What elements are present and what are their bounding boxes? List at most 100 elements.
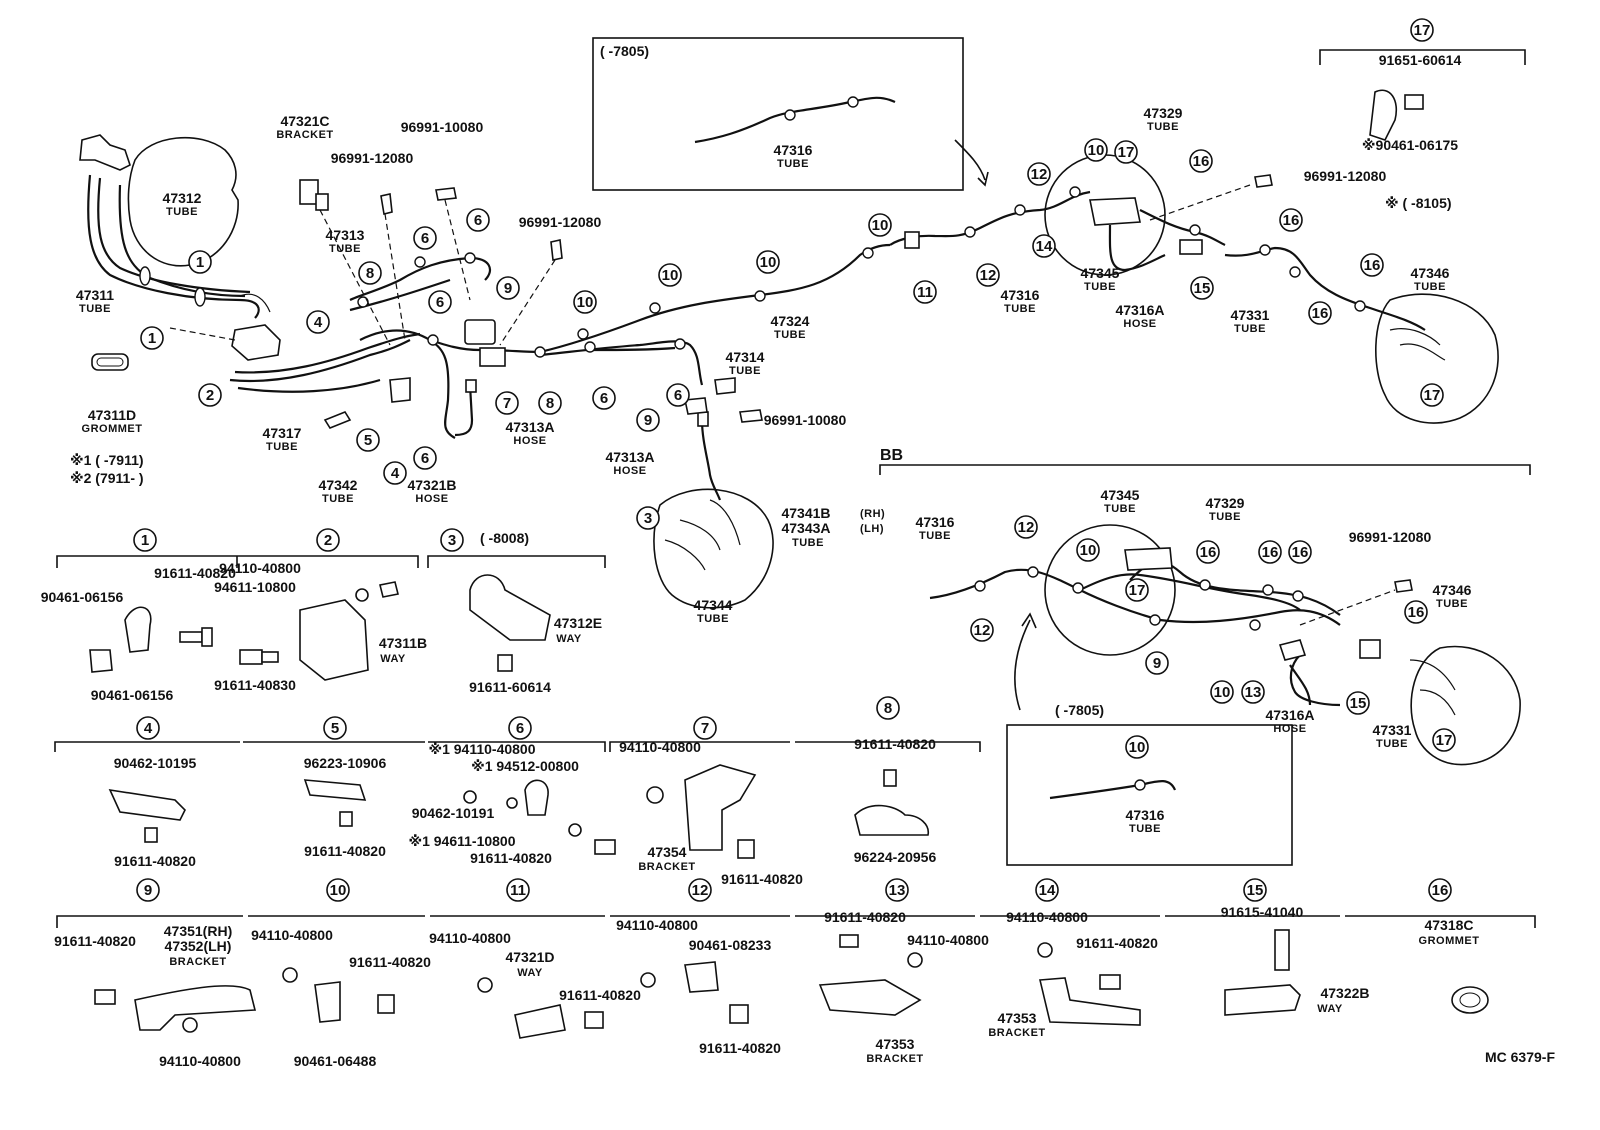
callout-10-1-number: 10 <box>662 267 679 284</box>
part-type-bb47316: TUBE <box>919 530 951 542</box>
inset-7805-bb: ( -7805) <box>1055 702 1104 718</box>
detail-14-label-0: 94110-40800 <box>1006 909 1088 925</box>
detail-header-callout-15 <box>1243 878 1267 902</box>
detail-13-label-2: 47353 <box>876 1036 915 1052</box>
range-3: ( -8008) <box>480 530 529 546</box>
part-number-p96991_12080_c: 96991-12080 <box>1304 168 1387 184</box>
detail-10-label-1: 91611-40820 <box>349 954 431 970</box>
detail-9-label-1: 47351(RH) <box>164 923 232 939</box>
detail-header-callout-4-number: 4 <box>144 720 153 737</box>
detail-2-label-1: 94611-10800 <box>214 579 296 595</box>
callout-4-1 <box>383 461 407 485</box>
part-type-p47316_main: TUBE <box>1004 303 1036 315</box>
callout-11-0 <box>913 280 937 304</box>
callout-13-0-number: 13 <box>1245 684 1262 701</box>
callout-6-5-number: 6 <box>674 387 682 404</box>
labels: 47311TUBE47312TUBE47311DGROMMET47321CBRA… <box>41 43 1556 1069</box>
note-1: ※1 ( -7911) <box>70 452 144 468</box>
callout-16-4 <box>1196 540 1220 564</box>
callout-14-0-number: 14 <box>1036 238 1053 255</box>
callout-10-5-number: 10 <box>1080 542 1097 559</box>
part-number-p47346: 47346 <box>1411 265 1450 281</box>
callout-5-0-number: 5 <box>364 432 372 449</box>
callout-16-0 <box>1189 149 1213 173</box>
detail-9-label-4: 94110-40800 <box>159 1053 241 1069</box>
detail-parts <box>89 574 1489 1039</box>
detail-header-callout-17 <box>1410 18 1434 42</box>
detail-header-callout-3 <box>440 528 464 552</box>
detail-7-label-3: 91611-40820 <box>721 871 803 887</box>
callout-12-0 <box>1027 162 1051 186</box>
detail-header-callout-6 <box>508 716 532 740</box>
detail-1-label-2: 90461-06156 <box>91 687 174 703</box>
callout-17-2-number: 17 <box>1129 582 1146 599</box>
callout-10-3 <box>868 213 892 237</box>
detail-header-callout-16 <box>1428 878 1452 902</box>
callout-17-0-number: 17 <box>1118 144 1135 161</box>
detail-12-label-2: 91611-40820 <box>699 1040 781 1056</box>
callout-10-7-number: 10 <box>1129 739 1146 756</box>
callout-12-3 <box>970 618 994 642</box>
callout-12-0-number: 12 <box>1031 166 1048 183</box>
detail-header-callout-10 <box>326 878 350 902</box>
part-number-p47331: 47331 <box>1231 307 1270 323</box>
part-number-p47324: 47324 <box>771 313 810 329</box>
callout-16-3-number: 16 <box>1364 257 1381 274</box>
detail-header-callout-1-number: 1 <box>141 532 149 549</box>
inset-7805-top: ( -7805) <box>600 43 649 59</box>
part-type-p47321c: BRACKET <box>276 129 333 141</box>
callout-10-4 <box>1084 138 1108 162</box>
part-number-p47313: 47313 <box>326 227 365 243</box>
detail-15-label-0: 91615-41040 <box>1221 904 1304 920</box>
part-type-p47316a: HOSE <box>1123 318 1156 330</box>
callout-10-3-number: 10 <box>872 217 889 234</box>
detail-2-label-3: WAY <box>380 653 406 665</box>
part-number-bb96991: 96991-12080 <box>1349 529 1432 545</box>
callout-8-0-number: 8 <box>366 265 374 282</box>
part-type-bb47346: TUBE <box>1436 598 1468 610</box>
callout-6-5 <box>666 383 690 407</box>
detail-header-callout-14 <box>1035 878 1059 902</box>
callout-2-0-number: 2 <box>206 387 214 404</box>
callout-12-1 <box>976 263 1000 287</box>
detail-16-label-1: GROMMET <box>1419 935 1480 947</box>
part-type-p47346: TUBE <box>1414 281 1446 293</box>
part-number-p47343a: 47343A <box>781 520 830 536</box>
part-number-p47341b: 47341B <box>781 505 830 521</box>
part-number-p96991_10080_b: 96991-10080 <box>764 412 847 428</box>
part-type-p47345: TUBE <box>1084 281 1116 293</box>
callout-6-4 <box>592 386 616 410</box>
part-number-p47321b: 47321B <box>407 477 456 493</box>
part-number-bb47346: 47346 <box>1433 582 1472 598</box>
callout-10-2-number: 10 <box>760 254 777 271</box>
detail-14-label-2: 47353 <box>998 1010 1037 1026</box>
part-number-bb47345: 47345 <box>1101 487 1140 503</box>
part-number-bb47331: 47331 <box>1373 722 1412 738</box>
callout-4-0-number: 4 <box>314 314 323 331</box>
part-type-p47312: TUBE <box>166 206 198 218</box>
callout-6-4-number: 6 <box>600 390 608 407</box>
part-type-bb47331: TUBE <box>1376 738 1408 750</box>
callout-6-1-number: 6 <box>474 212 482 229</box>
detail-3-label-0: 47312E <box>554 615 602 631</box>
detail-header-callout-16-number: 16 <box>1432 882 1449 899</box>
callout-10-2 <box>756 250 780 274</box>
detail-12-label-1: 90461-08233 <box>689 937 772 953</box>
detail-12-label-0: 94110-40800 <box>616 917 698 933</box>
callout-1-1-number: 1 <box>148 330 156 347</box>
detail-13-label-1: 94110-40800 <box>907 932 989 948</box>
detail-9-label-2: 47352(LH) <box>165 938 232 954</box>
part-type-bb47329: TUBE <box>1209 511 1241 523</box>
callout-16-2 <box>1308 301 1332 325</box>
callout-17-1-number: 17 <box>1424 387 1441 404</box>
detail-11-label-2: WAY <box>517 967 543 979</box>
callout-8-1-number: 8 <box>546 395 554 412</box>
part-number-p91651: 91651-60614 <box>1379 52 1462 68</box>
detail-header-callout-3-number: 3 <box>448 532 456 549</box>
callout-10-0 <box>573 290 597 314</box>
part-number-p96991_12080_b: 96991-12080 <box>519 214 602 230</box>
callout-6-3-number: 6 <box>421 450 429 467</box>
part-number-p47345: 47345 <box>1081 265 1120 281</box>
callout-14-0 <box>1032 234 1056 258</box>
detail-header-callout-10-number: 10 <box>330 882 347 899</box>
